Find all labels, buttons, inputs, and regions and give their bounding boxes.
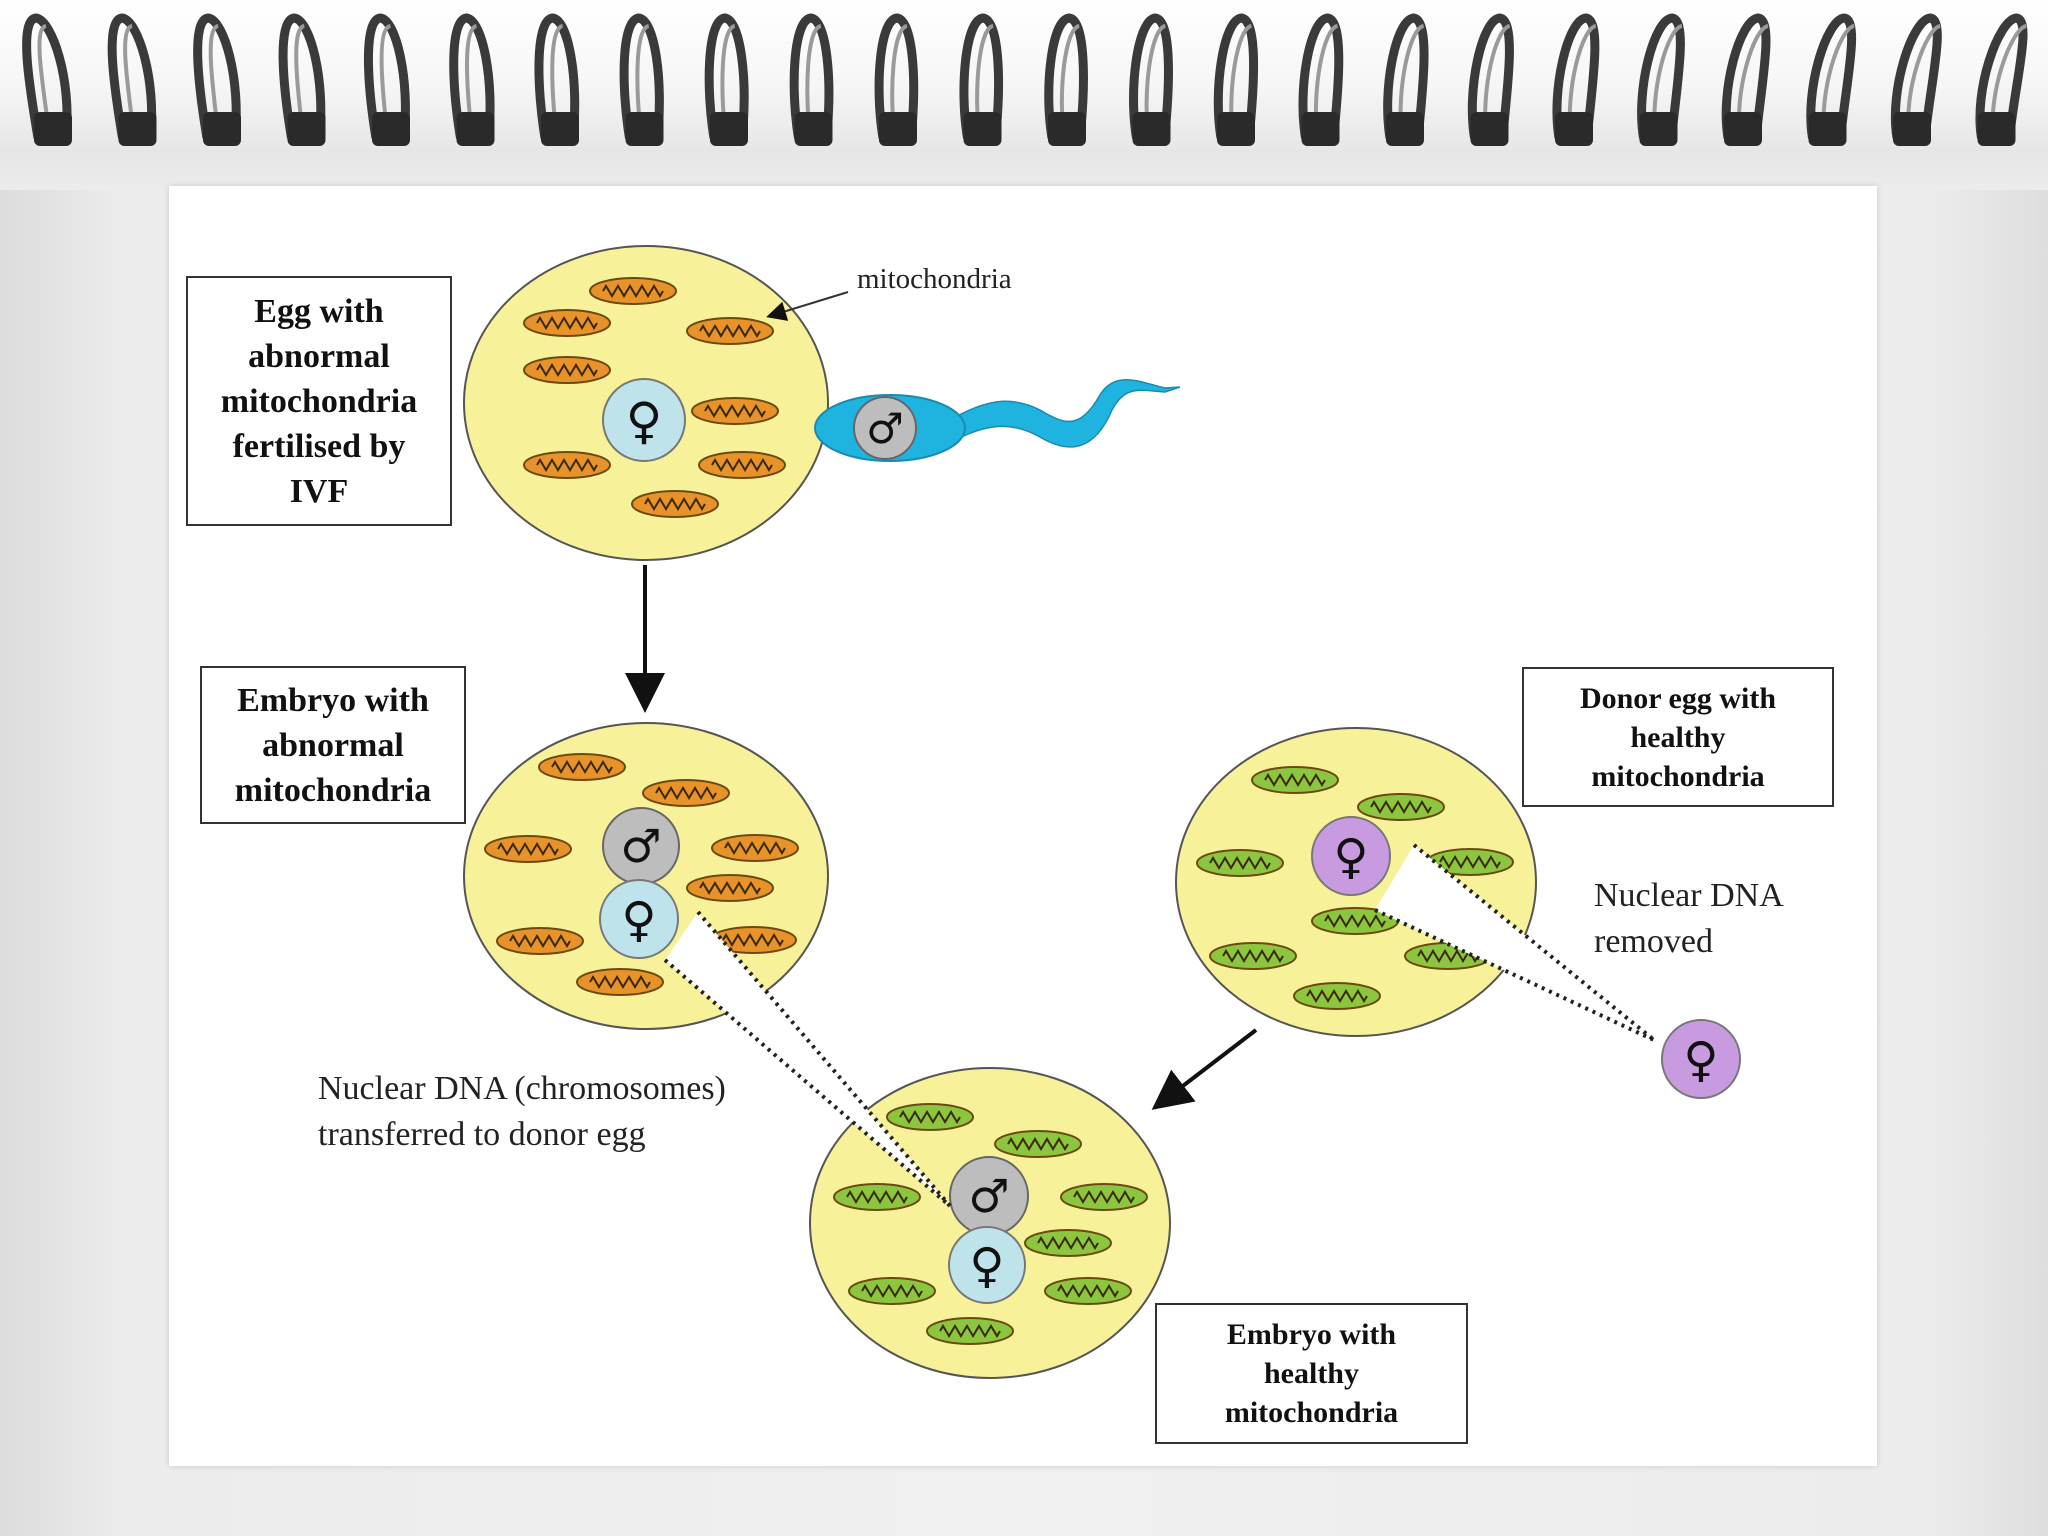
binding-ring [1467,13,1514,146]
mitochondrion-icon [886,1103,974,1131]
donor-egg-label: Donor egg with healthy mitochondria [1522,667,1834,807]
mitochondrion-icon [1209,942,1297,970]
transfer-dotted-line [696,910,952,1208]
removal-dotted-line [1412,843,1656,1042]
mitochondrion-icon [1251,766,1339,794]
mitochondrion-icon [1044,1277,1132,1305]
male-symbol-icon: ♂ [968,1169,1009,1223]
binding-ring [874,13,919,146]
embryo-abnormal-label: Embryo with abnormal mitochondria [200,666,466,824]
egg-cell: ♀ [463,245,829,561]
binding-ring [22,13,72,146]
mitochondrion-icon [631,490,719,518]
mitochondrion-icon [686,317,774,345]
mitochondrion-icon [496,927,584,955]
removed-nucleus: ♀ [1661,1019,1741,1099]
binding-ring [1637,13,1685,146]
mitochondria-pointer-line [766,291,849,321]
binding-ring [363,13,410,146]
removal-dotted-line [1374,908,1655,1042]
binding-ring [107,13,157,146]
transfer-wedge [665,912,950,1206]
mitochondrion-icon [686,874,774,902]
mitochondrion-icon [848,1277,936,1305]
transfer-dotted-line [663,958,952,1208]
female-nucleus [948,1226,1026,1304]
mitochondrion-icon [484,835,572,863]
mitochondrion-icon [538,753,626,781]
binding-ring [534,13,580,146]
mitochondrion-icon [576,968,664,996]
mitochondrion-icon [1357,793,1445,821]
nuclear-dna-transferred-label: Nuclear DNA (chromosomes) transferred to… [318,1070,726,1153]
mitochondrion-icon [698,451,786,479]
mitochondrion-icon [589,277,677,305]
mitochondrion-icon [1060,1183,1148,1211]
mitochondrion-icon [523,309,611,337]
female-symbol-icon: ♀ [969,1238,1004,1294]
arrow-icon [1151,1028,1258,1110]
binding-ring [1890,13,1942,146]
mitochondrion-icon [1293,982,1381,1010]
donor-egg-cell: ♀ [1175,727,1537,1037]
binding-ring [704,13,749,146]
binding-ring [1383,13,1429,146]
male-symbol-icon: ♂ [866,404,904,453]
removal-wedge [1375,845,1654,1040]
female-symbol-icon: ♀ [1683,1032,1718,1088]
mitochondrion-icon [1196,849,1284,877]
binding-ring [1044,13,1088,146]
donor-nucleus [1311,816,1391,896]
healthy-mitochondria-group [833,1103,1148,1345]
abnormal-mitochondria-group [523,277,786,518]
egg-ivf-label: Egg with abnormal mitochondria fertilise… [186,276,452,526]
notebook-binding [0,0,2048,190]
binding-ring [193,13,241,146]
embryo-healthy-label: Embryo with healthy mitochondria [1155,1303,1468,1444]
mitochondrion-icon [833,1183,921,1211]
male-nucleus [853,396,917,460]
mitochondrion-icon [642,779,730,807]
binding-ring [789,13,834,146]
nuclear-dna-removed-label: Nuclear DNA removed [1594,877,1784,960]
binding-ring [1552,13,1600,146]
mitochondrion-icon [691,397,779,425]
female-symbol-icon: ♀ [1333,829,1368,885]
binding-ring [959,13,1004,146]
mitochondrion-icon [711,834,799,862]
female-symbol-icon: ♀ [626,392,663,450]
binding-ring [1129,13,1173,146]
binding-ring [449,13,495,146]
mitochondrion-icon [1024,1229,1112,1257]
mitochondrion-icon [523,451,611,479]
abnormal-mitochondria-group [484,753,799,996]
female-nucleus [602,378,686,462]
embryo-healthy-cell: ♂ ♀ [809,1067,1171,1379]
binding-ring [1721,13,1771,146]
binding-ring [1806,13,1857,146]
binding-ring [1213,13,1259,146]
mitochondrion-icon [994,1130,1082,1158]
sperm-icon: ♂ [814,379,1181,462]
binding-ring [1975,13,2028,146]
spiral-binding-icon [22,13,2028,146]
male-symbol-icon: ♂ [620,819,661,873]
binding-ring [1298,13,1344,146]
embryo-abnormal-cell: ♂ ♀ [463,722,829,1030]
mitochondria-label: mitochondria [857,263,1012,295]
binding-ring [619,13,664,146]
female-symbol-icon: ♀ [621,892,656,948]
binding-ring [278,13,326,146]
female-nucleus [599,879,679,959]
mitochondrion-icon [926,1317,1014,1345]
mitochondrion-icon [523,356,611,384]
